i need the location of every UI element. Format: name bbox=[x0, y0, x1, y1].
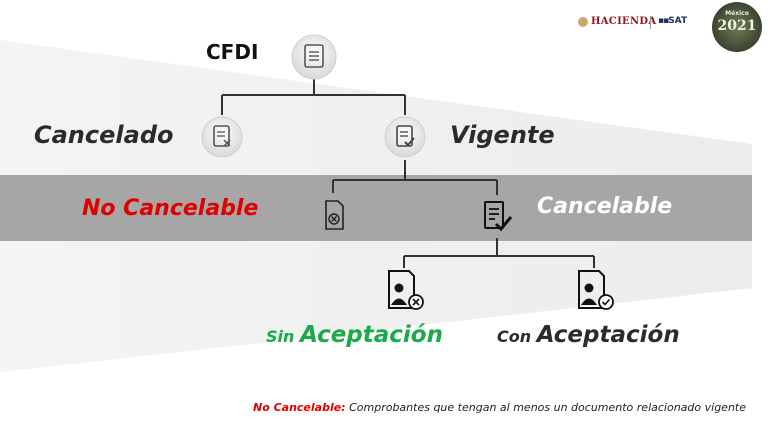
cancelable-label: Cancelable bbox=[537, 194, 673, 219]
hacienda-seal-icon bbox=[578, 16, 588, 27]
footnote-definition: Comprobantes que tengan al menos un docu… bbox=[345, 401, 746, 414]
no-cancelable-icon bbox=[325, 200, 344, 230]
cfdi-node-icon bbox=[291, 34, 337, 80]
cancelado-node-icon bbox=[201, 116, 243, 158]
mexico-2021-badge: México 2021 bbox=[712, 2, 762, 52]
sin-aceptacion-label: Sin Aceptación bbox=[266, 322, 443, 348]
vigente-node-icon bbox=[384, 116, 426, 158]
cancelado-label: Cancelado bbox=[34, 121, 174, 149]
footnote: No Cancelable: Comprobantes que tengan a… bbox=[253, 401, 746, 414]
sin-prefix: Sin bbox=[266, 327, 295, 346]
sin-main: Aceptación bbox=[299, 322, 443, 348]
sin-aceptacion-icon bbox=[388, 270, 424, 310]
sat-logo: ▪▪SAT bbox=[658, 16, 688, 26]
con-aceptacion-icon bbox=[578, 270, 614, 310]
cfdi-label: CFDI bbox=[206, 40, 259, 64]
footnote-term: No Cancelable: bbox=[252, 401, 346, 414]
no-cancelable-label: No Cancelable bbox=[82, 196, 259, 221]
vigente-label: Vigente bbox=[450, 121, 555, 149]
con-prefix: Con bbox=[497, 327, 532, 346]
decision-band bbox=[0, 175, 752, 241]
logo-divider bbox=[650, 16, 651, 29]
connectors bbox=[221, 79, 595, 268]
cancelable-icon bbox=[484, 201, 513, 232]
hacienda-logo: HACIENDA bbox=[578, 16, 656, 27]
con-aceptacion-label: Con Aceptación bbox=[497, 322, 680, 348]
con-main: Aceptación bbox=[536, 322, 680, 348]
